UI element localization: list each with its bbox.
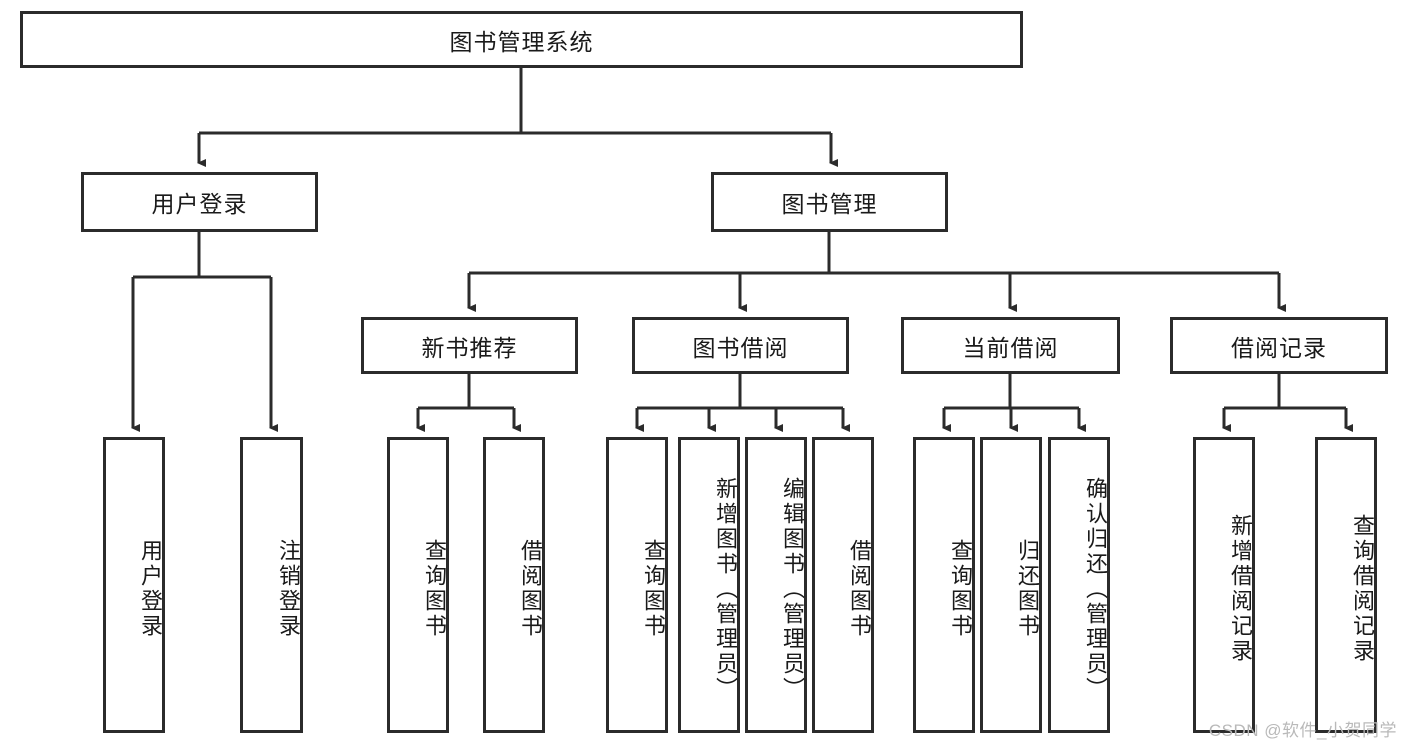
node-recommend-query-book[interactable]: 查询图书 — [387, 437, 449, 733]
node-label: 图书管理系统 — [449, 28, 594, 55]
node-borrow-records[interactable]: 借阅记录 — [1170, 317, 1388, 374]
node-label: 借阅图书 — [847, 539, 872, 639]
node-root[interactable]: 图书管理系统 — [20, 11, 1023, 68]
node-label: 编辑图书（管理员） — [780, 476, 805, 702]
node-current-borrow[interactable]: 当前借阅 — [901, 317, 1120, 374]
node-new-book-recommend[interactable]: 新书推荐 — [361, 317, 578, 374]
node-current-confirm-return[interactable]: 确认归还（管理员） — [1048, 437, 1110, 733]
node-borrow-query-book[interactable]: 查询图书 — [606, 437, 668, 733]
node-label: 确认归还（管理员） — [1083, 476, 1108, 702]
node-borrow-add-book[interactable]: 新增图书（管理员） — [678, 437, 740, 733]
node-label: 新增借阅记录 — [1228, 514, 1253, 664]
csdn-watermark: CSDN @软件_小贺同学 — [1208, 721, 1397, 740]
node-book-management[interactable]: 图书管理 — [711, 172, 948, 232]
node-record-query[interactable]: 查询借阅记录 — [1315, 437, 1377, 733]
node-label: 图书管理 — [781, 191, 878, 217]
node-label: 查询图书 — [641, 539, 666, 639]
node-label: 新增图书（管理员） — [713, 476, 738, 702]
node-label: 归还图书 — [1015, 539, 1040, 639]
node-current-query-book[interactable]: 查询图书 — [913, 437, 975, 733]
node-label: 查询图书 — [948, 539, 973, 639]
node-record-add[interactable]: 新增借阅记录 — [1193, 437, 1255, 733]
node-label: 用户登录 — [151, 191, 248, 217]
node-user-logout[interactable]: 注销登录 — [240, 437, 303, 733]
node-user-login[interactable]: 用户登录 — [81, 172, 318, 232]
node-book-borrow[interactable]: 图书借阅 — [632, 317, 849, 374]
node-label: 借阅图书 — [518, 539, 543, 639]
node-user-login-do[interactable]: 用户登录 — [103, 437, 165, 733]
node-label: 新书推荐 — [421, 334, 518, 361]
node-borrow-edit-book[interactable]: 编辑图书（管理员） — [745, 437, 807, 733]
node-label: 查询借阅记录 — [1350, 514, 1375, 664]
node-recommend-borrow-book[interactable]: 借阅图书 — [483, 437, 545, 733]
node-current-return-book[interactable]: 归还图书 — [980, 437, 1042, 733]
node-borrow-borrow-book[interactable]: 借阅图书 — [812, 437, 874, 733]
node-label: 注销登录 — [276, 539, 301, 639]
node-label: 用户登录 — [138, 539, 163, 639]
node-label: 借阅记录 — [1231, 334, 1327, 361]
node-label: 图书借阅 — [692, 334, 789, 361]
node-label: 查询图书 — [422, 539, 447, 639]
node-label: 当前借阅 — [962, 334, 1059, 361]
